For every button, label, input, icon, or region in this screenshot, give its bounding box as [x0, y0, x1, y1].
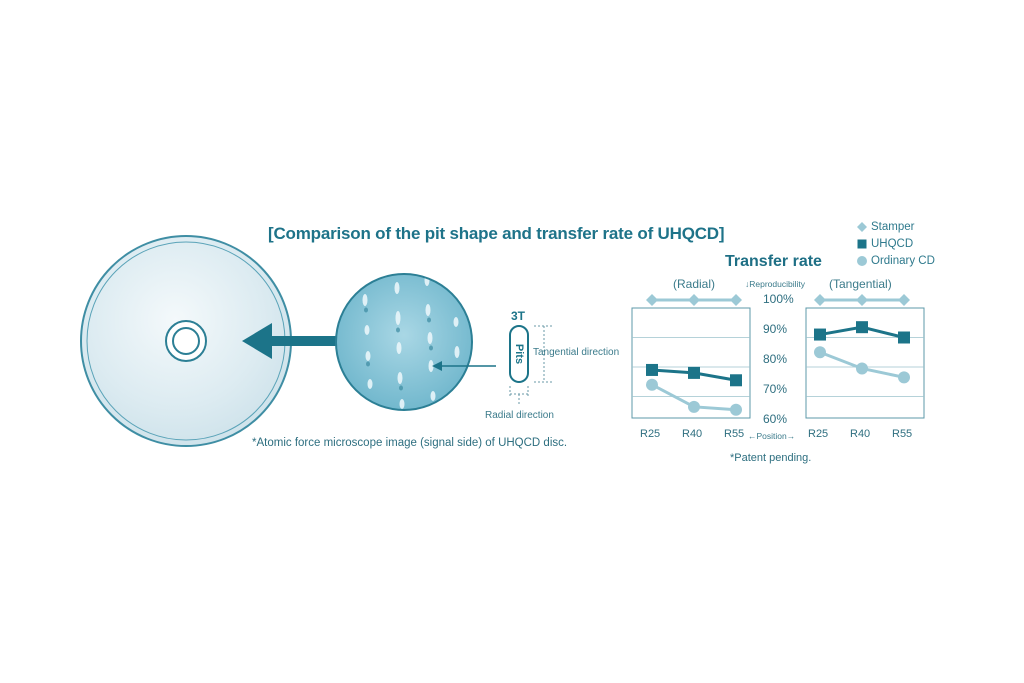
data-point-ordinary-cd — [898, 371, 910, 384]
x-tick-label: R25 — [808, 428, 829, 440]
y-tick-label: 70% — [763, 382, 788, 396]
legend-label: UHQCD — [871, 237, 914, 250]
data-point-uhqcd — [730, 374, 742, 387]
diamond-marker-icon — [856, 221, 868, 233]
data-point-uhqcd — [856, 321, 868, 334]
data-point-ordinary-cd — [688, 400, 700, 413]
x-tick-label: R25 — [640, 428, 661, 440]
legend-item-stamper: Stamper — [856, 218, 935, 235]
data-point-stamper — [856, 294, 868, 306]
y-tick-label: 100% — [763, 292, 794, 306]
pointer-arrow — [242, 323, 338, 359]
data-point-stamper — [688, 294, 700, 306]
y-tick-label: 90% — [763, 322, 788, 336]
page-title: [Comparison of the pit shape and transfe… — [268, 224, 725, 243]
data-point-stamper — [898, 294, 910, 306]
y-tick-label: 60% — [763, 412, 788, 426]
data-point-uhqcd — [898, 331, 910, 344]
chart-frame — [805, 307, 925, 419]
chart-title-tangential: (Tangential) — [829, 277, 892, 291]
legend-item-ordinary-cd: Ordinary CD — [856, 252, 935, 269]
circle-marker-icon — [856, 255, 868, 267]
square-marker-icon — [856, 238, 868, 250]
data-point-ordinary-cd — [730, 403, 742, 416]
data-point-stamper — [730, 294, 742, 306]
pit-diagram: Pits — [509, 325, 552, 406]
x-tick-label: R55 — [892, 428, 913, 440]
legend-label: Ordinary CD — [871, 254, 935, 267]
legend-item-uhqcd: UHQCD — [856, 235, 935, 252]
x-tick-label: R40 — [682, 428, 703, 440]
afm-caption: *Atomic force microscope image (signal s… — [252, 437, 568, 449]
afm-microscope-image — [335, 273, 496, 411]
data-point-uhqcd — [814, 328, 826, 341]
data-point-ordinary-cd — [646, 378, 658, 391]
pit-size-label: 3T — [511, 309, 526, 323]
chart-legend: Stamper UHQCD Ordinary CD — [856, 218, 935, 269]
chart-frame — [631, 307, 751, 419]
y-tick-label: 80% — [763, 352, 788, 366]
patent-note: *Patent pending. — [730, 452, 812, 464]
data-point-ordinary-cd — [856, 362, 868, 375]
reproducibility-label: ↓Reproducibility — [745, 279, 805, 289]
position-label: ←Position→ — [748, 431, 796, 441]
transfer-rate-title: Transfer rate — [725, 253, 822, 270]
data-point-ordinary-cd — [814, 346, 826, 359]
data-point-uhqcd — [646, 363, 658, 376]
x-tick-label: R40 — [850, 428, 871, 440]
tangential-direction-label: Tangential direction — [533, 347, 620, 358]
chart-title-radial: (Radial) — [673, 277, 716, 291]
data-point-uhqcd — [688, 366, 700, 379]
pit-text: Pits — [513, 344, 525, 364]
legend-label: Stamper — [871, 220, 915, 233]
data-point-stamper — [646, 294, 658, 306]
radial-direction-label: Radial direction — [485, 410, 554, 421]
data-point-stamper — [814, 294, 826, 306]
transfer-rate-charts — [631, 294, 925, 419]
x-tick-label: R55 — [724, 428, 745, 440]
